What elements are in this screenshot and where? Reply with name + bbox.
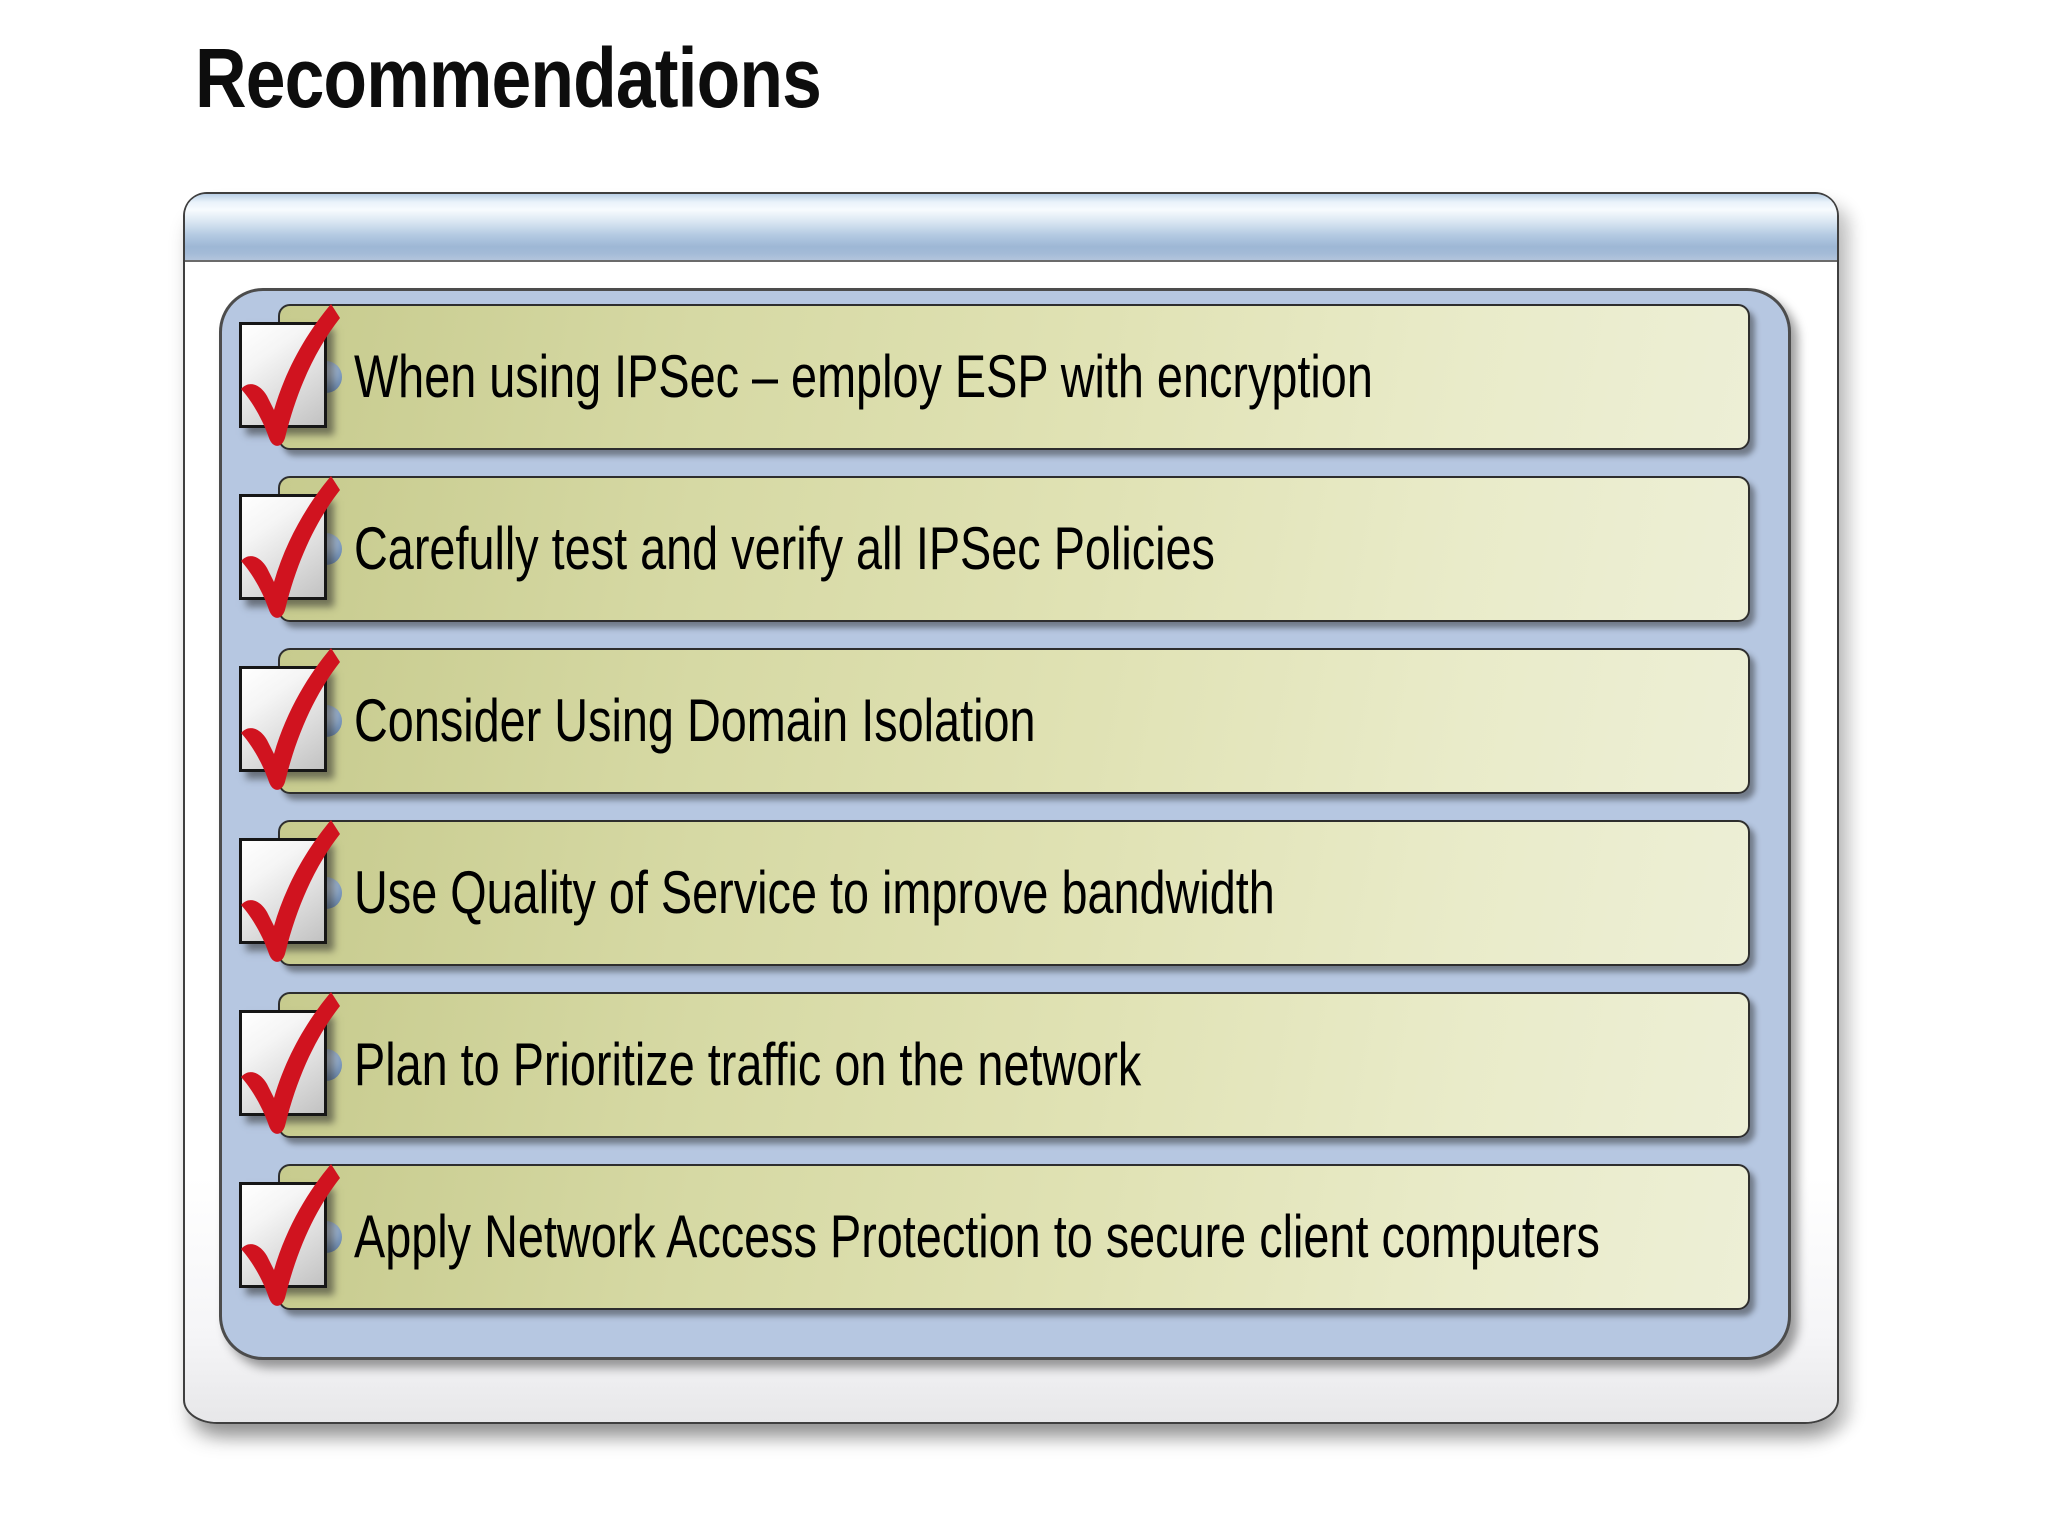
recommendation-row: Consider Using Domain Isolation bbox=[239, 648, 1750, 794]
window-title-bar bbox=[185, 194, 1837, 262]
content-window: When using IPSec – employ ESP with encry… bbox=[183, 192, 1839, 1424]
checkbox bbox=[239, 304, 340, 446]
recommendation-label: Consider Using Domain Isolation bbox=[354, 687, 1036, 754]
red-check-icon bbox=[241, 648, 340, 790]
page-title: Recommendations bbox=[195, 30, 932, 127]
red-check-icon bbox=[241, 1164, 340, 1306]
checkbox bbox=[239, 1164, 340, 1306]
red-check-icon bbox=[241, 304, 340, 446]
recommendations-panel: When using IPSec – employ ESP with encry… bbox=[219, 288, 1791, 1360]
recommendation-row: Use Quality of Service to improve bandwi… bbox=[239, 820, 1750, 966]
recommendation-row: Apply Network Access Protection to secur… bbox=[239, 1164, 1750, 1310]
recommendation-label: Plan to Prioritize traffic on the networ… bbox=[354, 1031, 1142, 1098]
checkbox bbox=[239, 992, 340, 1134]
recommendation-label: Carefully test and verify all IPSec Poli… bbox=[354, 515, 1215, 582]
recommendation-label: Use Quality of Service to improve bandwi… bbox=[354, 859, 1275, 926]
recommendation-row: When using IPSec – employ ESP with encry… bbox=[239, 304, 1750, 450]
recommendation-label: Apply Network Access Protection to secur… bbox=[354, 1203, 1600, 1270]
checkbox bbox=[239, 820, 340, 962]
checkbox bbox=[239, 476, 340, 618]
recommendation-row: Plan to Prioritize traffic on the networ… bbox=[239, 992, 1750, 1138]
page-title-text: Recommendations bbox=[195, 31, 822, 125]
recommendation-label: When using IPSec – employ ESP with encry… bbox=[354, 343, 1373, 410]
checkbox bbox=[239, 648, 340, 790]
red-check-icon bbox=[241, 820, 340, 962]
red-check-icon bbox=[241, 476, 340, 618]
red-check-icon bbox=[241, 992, 340, 1134]
recommendation-row: Carefully test and verify all IPSec Poli… bbox=[239, 476, 1750, 622]
